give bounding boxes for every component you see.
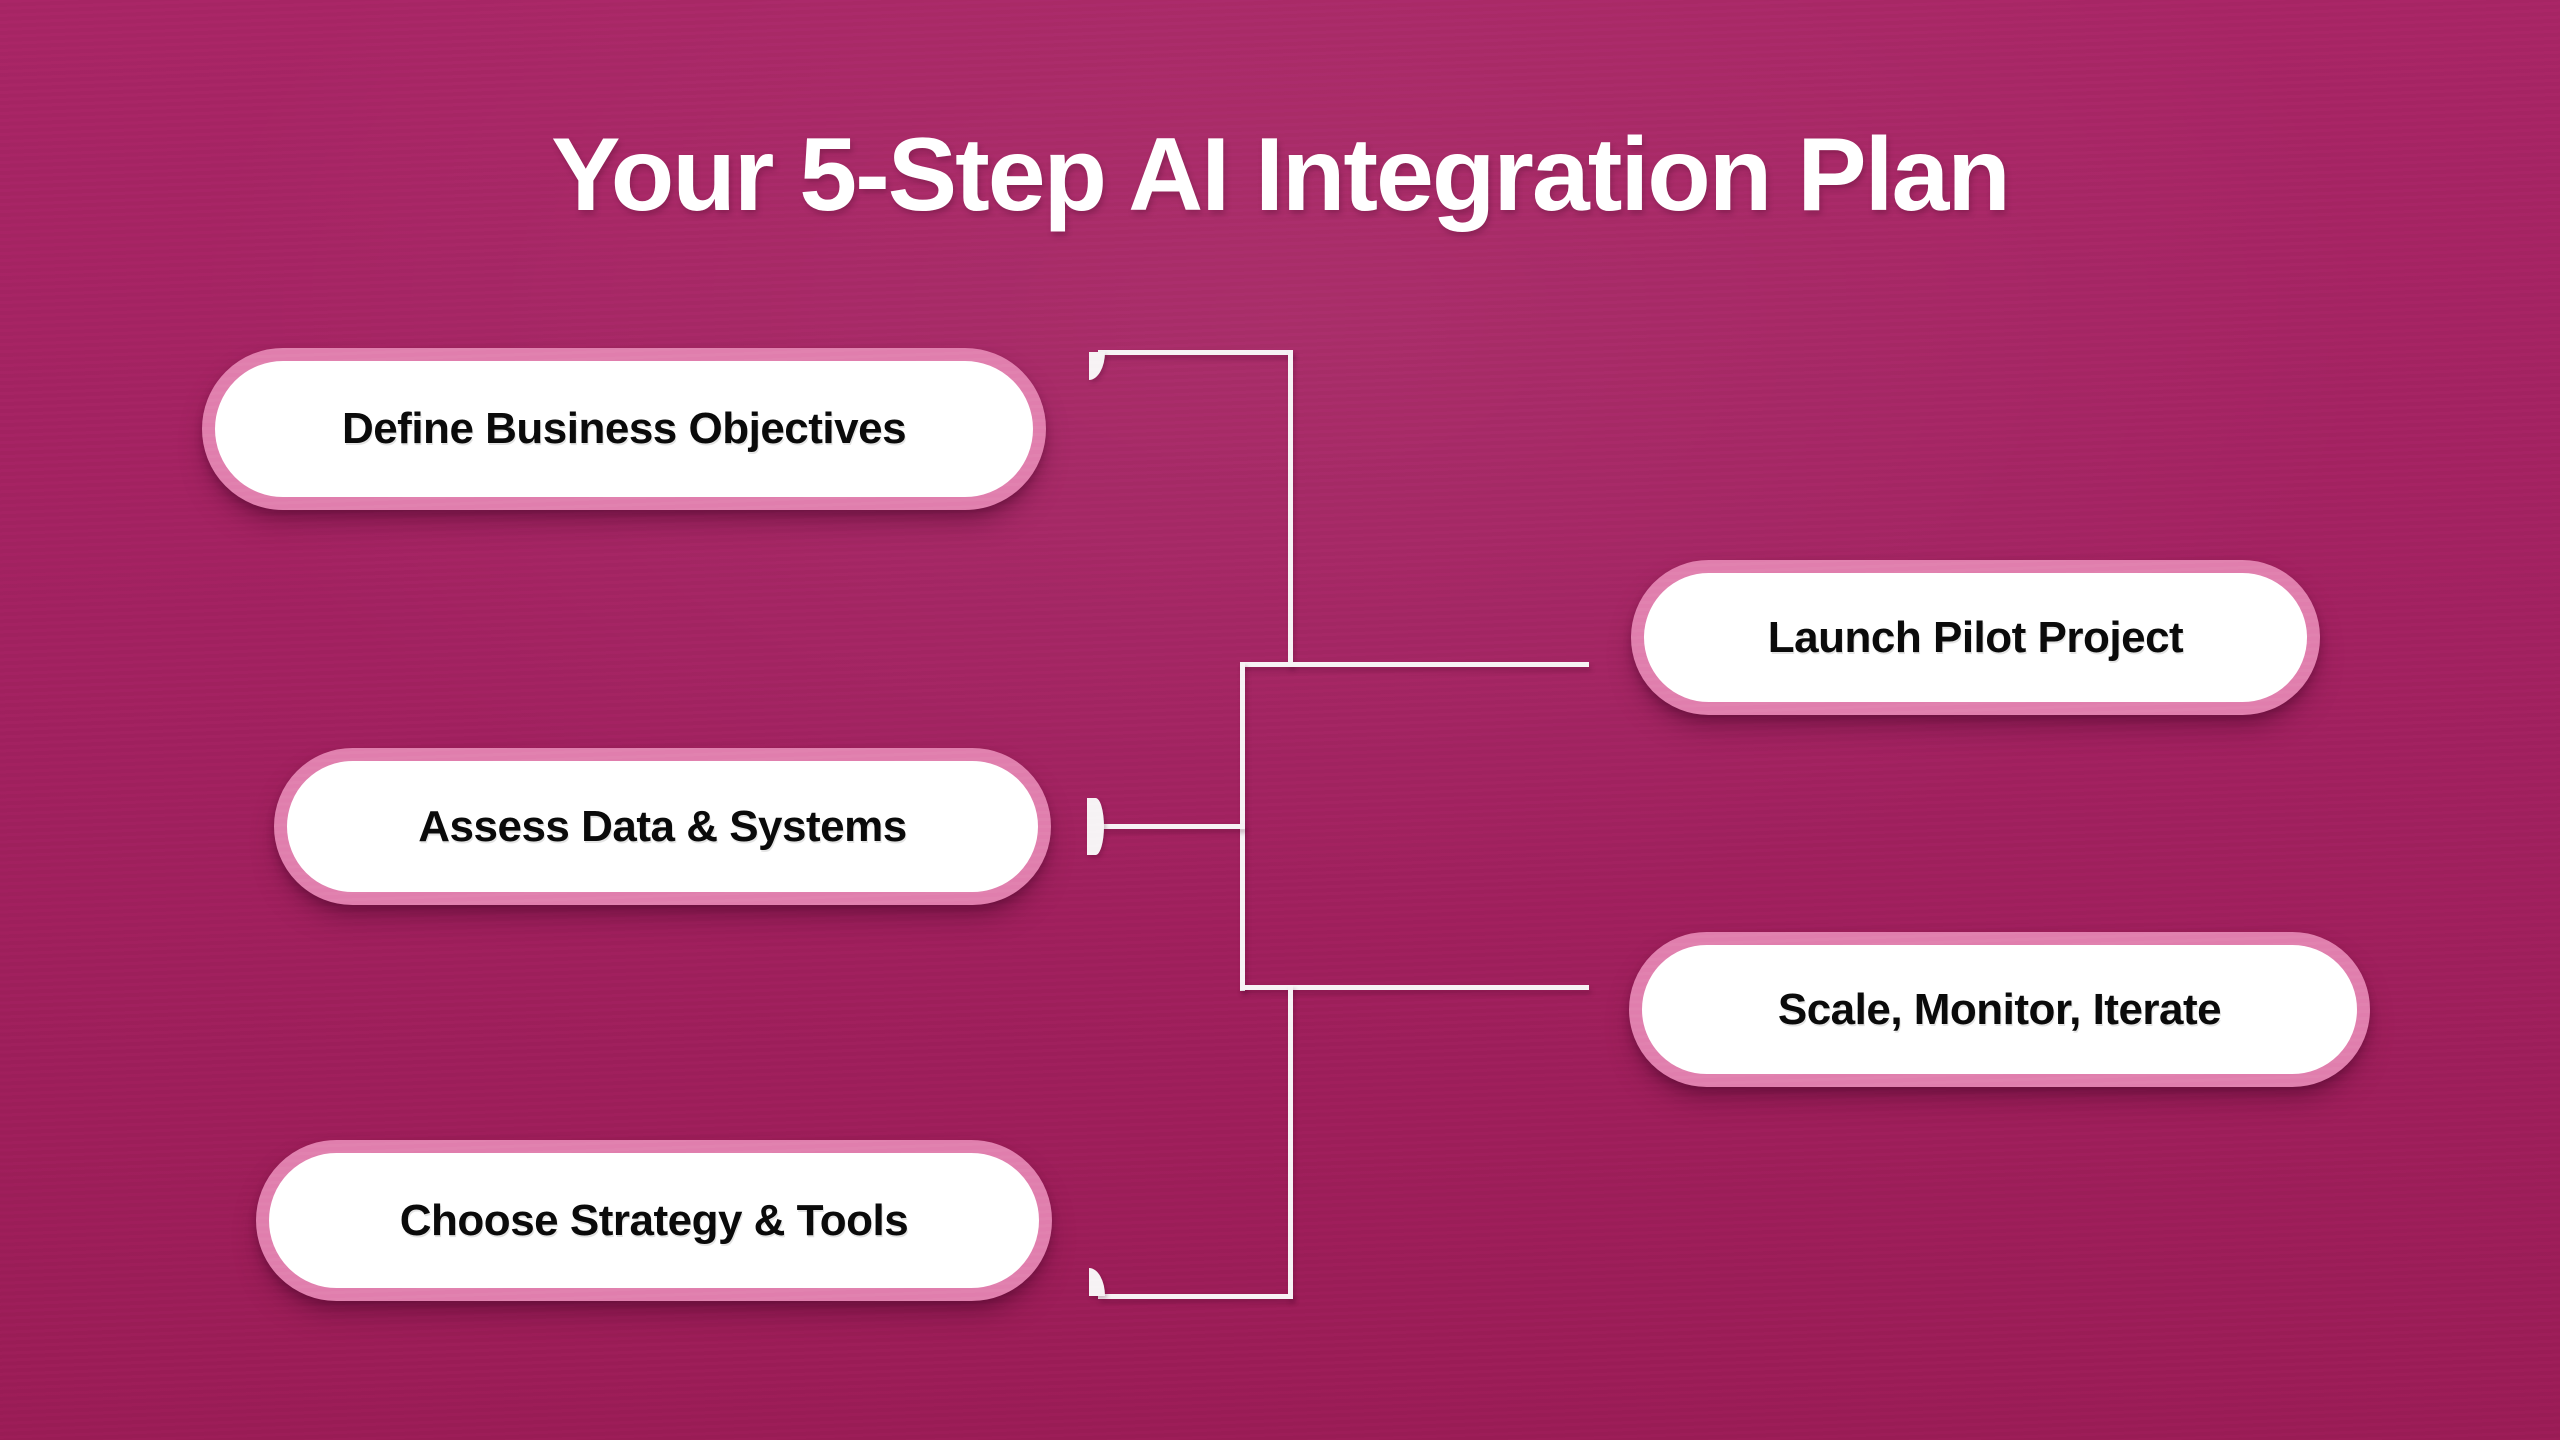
- connector-endpoint-define: [1089, 352, 1105, 380]
- connector-endpoint-assess: [1087, 798, 1104, 855]
- step-label: Choose Strategy & Tools: [399, 1195, 909, 1245]
- connector-line-choose-horizontal: [1098, 1294, 1293, 1299]
- step-pill-define-business-objectives: Define Business Objectives: [202, 348, 1046, 510]
- connector-line-define-horizontal: [1098, 350, 1293, 355]
- page-title: Your 5-Step AI Integration Plan: [551, 117, 2011, 233]
- step-pill-scale-monitor-iterate: Scale, Monitor, Iterate: [1629, 932, 2370, 1087]
- connector-line-scale-horizontal: [1240, 985, 1589, 990]
- step-label: Scale, Monitor, Iterate: [1777, 984, 2222, 1034]
- step-label: Define Business Objectives: [341, 404, 907, 453]
- step-label: Launch Pilot Project: [1767, 612, 2184, 662]
- connector-endpoint-choose: [1089, 1268, 1105, 1296]
- connector-line-assess-horizontal: [1102, 824, 1245, 829]
- step-label: Assess Data & Systems: [418, 801, 907, 851]
- connector-line-launch-horizontal: [1240, 662, 1589, 667]
- connector-line-top-vertical: [1288, 350, 1293, 667]
- connector-line-bottom-vertical: [1288, 985, 1293, 1299]
- step-pill-choose-strategy-tools: Choose Strategy & Tools: [256, 1140, 1052, 1301]
- step-pill-assess-data-systems: Assess Data & Systems: [274, 748, 1051, 905]
- step-pill-launch-pilot-project: Launch Pilot Project: [1631, 560, 2320, 715]
